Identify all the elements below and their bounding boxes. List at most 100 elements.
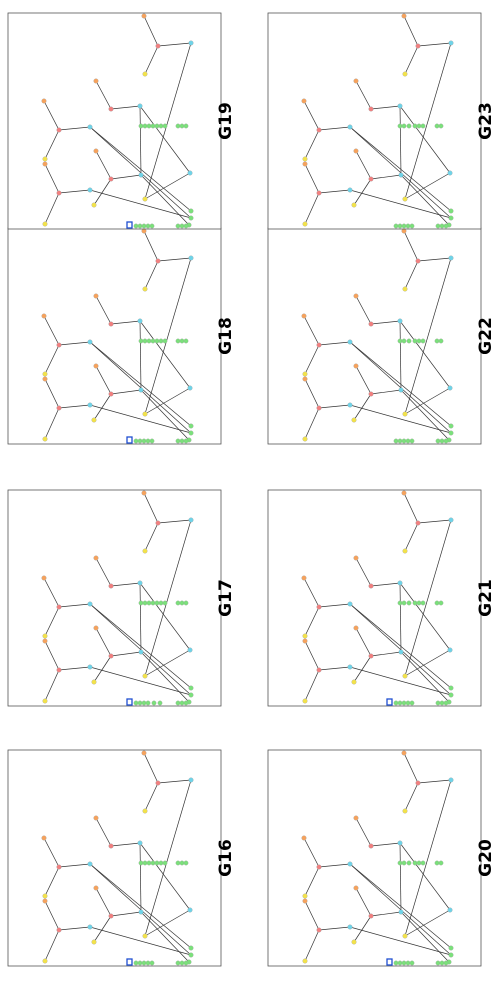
graph-node-green: [409, 223, 415, 229]
graph-node-green: [146, 600, 152, 606]
graph-node-yellow: [42, 893, 48, 899]
graph-node-green: [137, 438, 143, 444]
graph-edge: [58, 926, 91, 931]
graph-edge: [353, 915, 372, 943]
graph-node-green: [434, 860, 440, 866]
graph-node-cyan: [187, 907, 193, 913]
graph-node-green: [438, 338, 444, 344]
graph-node-yellow: [42, 958, 48, 964]
graph-node-orange: [41, 575, 47, 581]
graph-node-orange: [302, 376, 308, 382]
graph-node-orange: [353, 625, 359, 631]
graph-edge: [318, 341, 351, 346]
graph-node-yellow: [302, 371, 308, 377]
graph-edge: [144, 649, 191, 677]
graph-node-green: [416, 123, 422, 129]
graph-node-green: [397, 700, 403, 706]
graph-node-orange: [93, 148, 99, 154]
graph-node-orange: [93, 78, 99, 84]
graph-node-green: [412, 338, 418, 344]
graph-edge: [93, 655, 112, 683]
graph-edge: [417, 779, 452, 784]
graph-edge: [144, 45, 159, 75]
graph-node-green: [142, 123, 148, 129]
graph-edge: [144, 260, 159, 290]
graph-node-cyan: [447, 907, 453, 913]
graph-node-green: [157, 700, 163, 706]
selection-marker: [386, 698, 393, 706]
graph-node-green: [448, 423, 454, 429]
graph-node-green: [405, 438, 411, 444]
graph-node-cyan: [447, 647, 453, 653]
panel-label-g21: G21: [476, 579, 496, 617]
graph-node-orange: [353, 293, 359, 299]
graph-node-orange: [401, 750, 407, 756]
graph-node-orange: [353, 148, 359, 154]
graph-node-green: [188, 208, 194, 214]
graph-edge: [58, 404, 91, 409]
graph-edge: [157, 257, 192, 262]
graph-node-cyan: [87, 339, 93, 345]
graph-node-yellow: [302, 893, 308, 899]
graph-edge: [89, 863, 192, 949]
graph-edge: [355, 627, 372, 657]
graph-node-green: [409, 438, 415, 444]
graph-edge: [404, 387, 451, 415]
graph-node-green: [401, 438, 407, 444]
graph-edge: [404, 522, 419, 552]
graph-node-green: [146, 123, 152, 129]
graph-edge: [355, 80, 372, 110]
graph-edge: [349, 189, 452, 219]
graph-edge: [400, 389, 450, 441]
graph-edge: [144, 519, 192, 677]
graph-node-red: [108, 106, 114, 112]
graph-edge: [355, 557, 372, 587]
graph-node-green: [412, 600, 418, 606]
graph-node-green: [137, 960, 143, 966]
graph-edge: [95, 295, 112, 325]
graph-node-red: [368, 913, 374, 919]
graph-edge: [355, 295, 372, 325]
graph-node-red: [56, 604, 62, 610]
graph-edge: [157, 42, 192, 47]
graph-edge: [110, 842, 141, 847]
panel-frame: [267, 227, 482, 445]
graph-edge: [143, 15, 159, 47]
graph-node-green: [162, 338, 168, 344]
graph-edge: [95, 365, 112, 395]
graph-node-green: [405, 223, 411, 229]
selection-marker: [126, 698, 133, 706]
graph-node-red: [56, 342, 62, 348]
graph-drawing-g22: [267, 227, 482, 445]
graph-node-green: [188, 215, 194, 221]
graph-node-green: [149, 438, 155, 444]
panel-frame: [7, 12, 222, 230]
graph-node-green: [183, 223, 189, 229]
graph-node-green: [420, 123, 426, 129]
graph-node-green: [179, 123, 185, 129]
graph-edge: [44, 669, 60, 702]
graph-node-red: [108, 321, 114, 327]
graph-node-green: [150, 860, 156, 866]
panel-label-g17: G17: [216, 579, 236, 617]
graph-node-green: [162, 860, 168, 866]
graph-edge: [349, 863, 452, 949]
graph-node-green: [448, 692, 454, 698]
graph-node-cyan: [138, 909, 144, 915]
graph-node-cyan: [397, 840, 403, 846]
graph-node-green: [448, 952, 454, 958]
graph-node-cyan: [137, 580, 143, 586]
graph-edge: [110, 582, 141, 587]
graph-node-yellow: [302, 698, 308, 704]
graph-edge: [318, 126, 351, 131]
graph-panel-g21: [267, 489, 482, 707]
graph-node-cyan: [398, 649, 404, 655]
graph-node-red: [108, 653, 114, 659]
graph-node-green: [188, 423, 194, 429]
graph-drawing-g18: [7, 227, 222, 445]
graph-node-red: [316, 405, 322, 411]
graph-node-green: [188, 952, 194, 958]
graph-node-green: [188, 692, 194, 698]
graph-edge: [404, 42, 452, 200]
graph-node-yellow: [351, 939, 357, 945]
